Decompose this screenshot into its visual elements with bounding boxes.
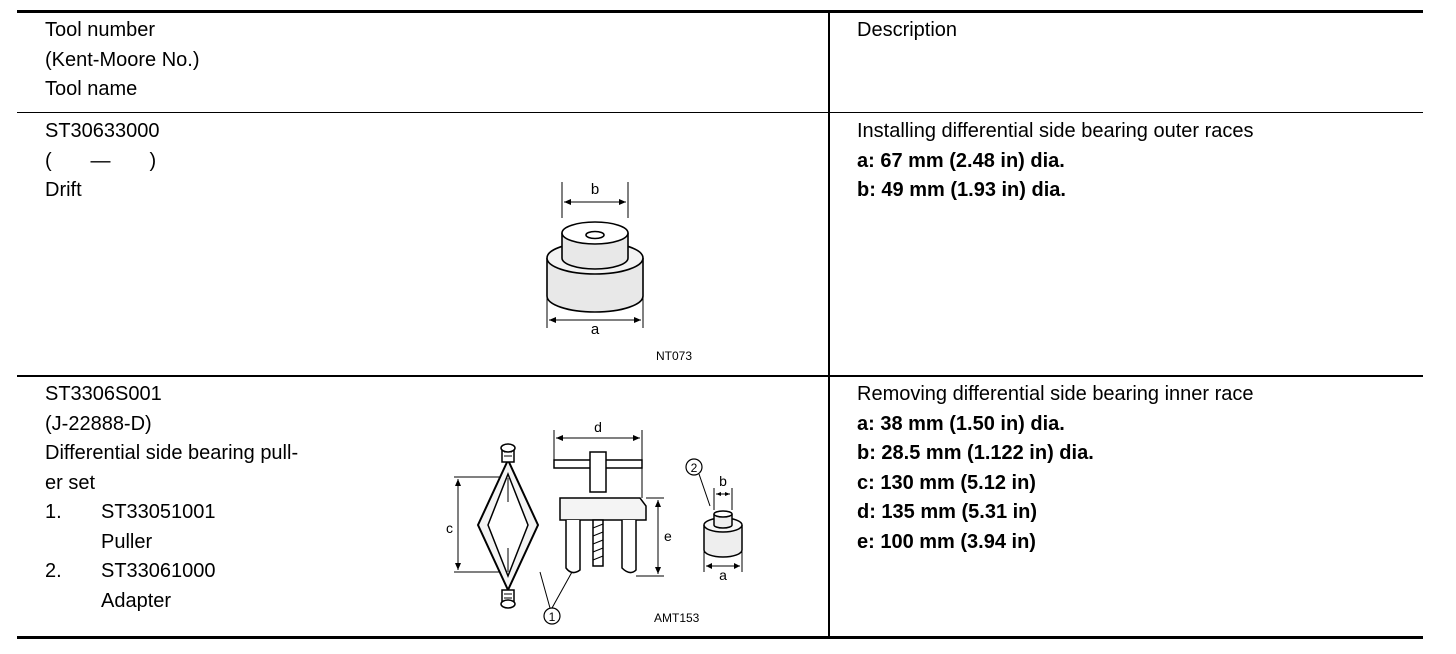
header-tool-cell: Tool number (Kent-Moore No.) Tool name: [45, 16, 200, 105]
puller-dim-d-label: d: [594, 419, 602, 435]
row-divider: [17, 375, 1423, 377]
row2-part2: 2. ST33061000: [45, 557, 298, 587]
row2-part1: 1. ST33051001: [45, 498, 298, 528]
row2-description-title: Removing differential side bearing inner…: [857, 383, 1254, 405]
row1-tool-cell: ST30633000 ( — ) Drift: [45, 117, 160, 206]
row2-spec-a: a: 38 mm (1.50 in) dia.: [857, 412, 1065, 435]
drift-dim-a-label: a: [591, 321, 600, 338]
adapter-dim-a-label: a: [719, 567, 727, 583]
row2-spec-e: e: 100 mm (3.94 in): [857, 530, 1036, 553]
callout-2-number: 2: [691, 461, 698, 475]
puller-figure-code: AMT153: [654, 611, 700, 625]
adapter-dim-b-label: b: [719, 473, 727, 489]
table-bottom-rule: [17, 636, 1423, 639]
row2-tool-name-line1: Differential side bearing pull-: [45, 442, 299, 464]
row1-kent-moore: ( — ): [45, 149, 157, 172]
header-description: Description: [857, 19, 958, 41]
part1-name: Puller: [101, 530, 153, 553]
header-tool-name: Tool name: [45, 78, 138, 100]
drift-figure-code: NT073: [656, 349, 692, 363]
header-description-cell: Description: [857, 16, 957, 46]
row1-spec-a: a: 67 mm (2.48 in) dia.: [857, 149, 1065, 172]
puller-dim-e-label: e: [664, 528, 672, 544]
row2-spec-b: b: 28.5 mm (1.122 in) dia.: [857, 442, 1094, 464]
header-tool-number: Tool number: [45, 19, 156, 41]
row2-tool-cell: ST3306S001 (J-22888-D) Differential side…: [45, 380, 298, 616]
row2-kent-moore: (J-22888-D): [45, 412, 152, 435]
puller-set-illustration: c d e b a 1 2 AMT153: [446, 419, 743, 625]
row2-spec-d: d: 135 mm (5.31 in): [857, 501, 1038, 523]
part2-part-no: ST33061000: [101, 560, 216, 582]
part2-name: Adapter: [101, 589, 172, 612]
part2-number: 2.: [45, 560, 62, 582]
row2-tool-number: ST3306S001: [45, 383, 162, 405]
drift-illustration: b a NT073: [546, 181, 692, 363]
row1-spec-b: b: 49 mm (1.93 in) dia.: [857, 179, 1066, 201]
row2-spec-c: c: 130 mm (5.12 in): [857, 471, 1036, 494]
row1-tool-number: ST30633000: [45, 120, 160, 142]
header-kent-moore: (Kent-Moore No.): [45, 48, 200, 71]
part1-number: 1.: [45, 501, 62, 523]
puller-dim-c-label: c: [446, 520, 453, 536]
table-top-rule: [17, 10, 1423, 13]
row2-tool-name-line2: er set: [45, 471, 96, 494]
row1-description-title: Installing differential side bearing out…: [857, 120, 1254, 142]
part1-part-no: ST33051001: [101, 501, 216, 523]
drift-dim-b-label: b: [591, 181, 599, 198]
row2-description-cell: Removing differential side bearing inner…: [857, 380, 1254, 557]
column-divider: [828, 12, 830, 637]
row1-tool-name: Drift: [45, 179, 82, 201]
row1-description-cell: Installing differential side bearing out…: [857, 117, 1254, 206]
header-divider: [17, 112, 1423, 113]
callout-1-number: 1: [549, 610, 556, 624]
